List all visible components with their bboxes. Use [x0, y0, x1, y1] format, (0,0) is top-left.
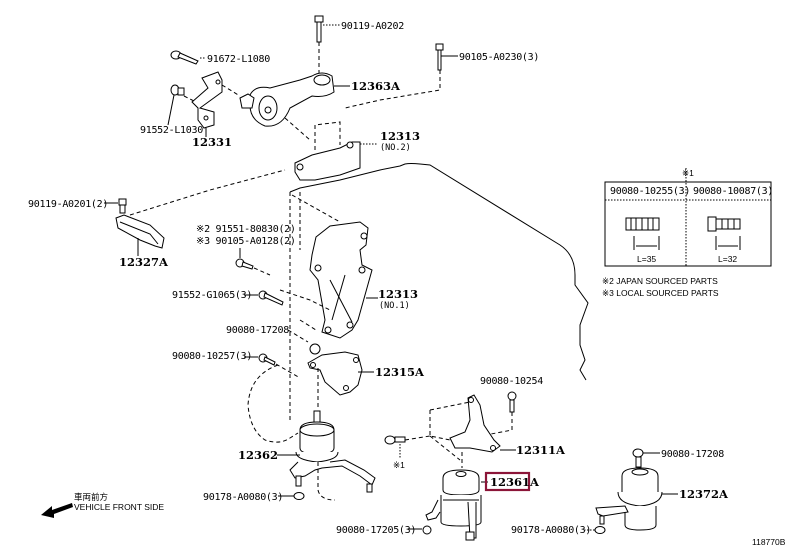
nut-90178-A0080-right[interactable]: [584, 526, 606, 534]
bolt-90080-10257[interactable]: [244, 353, 301, 379]
nut-90080-17208-upper[interactable]: [287, 329, 321, 355]
label-12331: 12331: [192, 135, 232, 149]
bolt-90119-A0202[interactable]: [314, 15, 340, 75]
legend-marker: ※1: [682, 168, 694, 178]
legend-box-note1: ※1 90080-10255(3) 90080-10087(3) L=35 L=…: [604, 168, 773, 267]
legend-length-2: L=32: [718, 254, 737, 264]
bolt-91551-80830[interactable]: [235, 248, 271, 276]
legend-bolt-1-icon: [625, 217, 660, 250]
nut-90178-A0080-left[interactable]: [278, 492, 305, 500]
label-90105-A0128: ※3 90105-A0128(2): [196, 236, 296, 247]
highlight-box-12361A: [484, 471, 531, 492]
bolt-91552-G1065[interactable]: [244, 290, 284, 306]
legend-bolt-2-icon: [707, 216, 741, 250]
label-12362: 12362: [238, 448, 278, 462]
nut-90080-17205[interactable]: [408, 525, 432, 535]
part-12362-mount[interactable]: [277, 410, 376, 501]
direction-label-en: VEHICLE FRONT SIDE: [74, 502, 164, 512]
label-90119-A0202: 90119-A0202: [341, 21, 404, 32]
engine-block-outline: [289, 163, 589, 420]
label-90080-10257: 90080-10257(3): [172, 351, 252, 362]
part-12313-no2[interactable]: [284, 117, 378, 181]
part-12372A-mount[interactable]: [595, 448, 678, 531]
label-12313-no1-sub: (NO.1): [379, 301, 410, 311]
part-12363A-torque-rod[interactable]: [239, 72, 350, 127]
legend-length-1: L=35: [637, 254, 656, 264]
label-12315A: 12315A: [375, 365, 425, 379]
bolt-90119-A0201[interactable]: [104, 198, 127, 214]
label-12311A: 12311A: [516, 443, 566, 457]
bolt-note1[interactable]: [384, 435, 431, 458]
part-12331-bracket[interactable]: [191, 71, 241, 137]
label-12372A: 12372A: [679, 487, 729, 501]
label-91552-G1065: 91552-G1065(3): [172, 290, 252, 301]
label-90178-A0080-right: 90178-A0080(3): [511, 525, 591, 536]
legend-part-1: 90080-10255(3): [610, 186, 690, 197]
label-90178-A0080-left: 90178-A0080(3): [203, 492, 283, 503]
bolt-91552-L1030[interactable]: [167, 84, 197, 126]
part-12361A-mount[interactable]: [425, 469, 488, 541]
label-12363A: 12363A: [351, 79, 401, 93]
direction-label-jp: 車両前方: [74, 492, 108, 502]
part-12311A[interactable]: [429, 394, 516, 468]
label-90080-17208-upper: 90080-17208: [226, 325, 289, 336]
label-12313-no2-sub: (NO.2): [380, 143, 411, 153]
label-90080-17205: 90080-17205(3): [336, 525, 416, 536]
label-90119-A0201: 90119-A0201(2): [28, 199, 108, 210]
label-91552-L1030: 91552-L1030: [140, 125, 203, 136]
label-12361A[interactable]: 12361A: [490, 475, 540, 489]
figure-id: 118770B: [752, 537, 786, 547]
label-90080-10254: 90080-10254: [480, 376, 543, 387]
label-91551-80830: ※2 91551-80830(2): [196, 224, 296, 235]
label-90105-A0230: 90105-A0230(3): [459, 52, 539, 63]
part-12313-no1[interactable]: [279, 194, 378, 339]
label-12313-no1: 12313: [378, 287, 418, 301]
label-12313-no2: 12313: [380, 129, 420, 143]
note-local-sourced: ※3 LOCAL SOURCED PARTS: [602, 288, 719, 298]
part-12315A[interactable]: [307, 351, 374, 410]
vehicle-front-arrow-icon: [41, 503, 73, 518]
bolt-91672-L1080[interactable]: [170, 50, 206, 65]
note-japan-sourced: ※2 JAPAN SOURCED PARTS: [602, 276, 718, 286]
label-note1-marker: ※1: [393, 460, 405, 470]
label-12327A: 12327A: [119, 255, 169, 269]
bolt-90105-A0230[interactable]: [344, 43, 458, 109]
label-91672-L1080: 91672-L1080: [207, 54, 270, 65]
part-12327A[interactable]: [115, 169, 286, 256]
legend-part-2: 90080-10087(3): [693, 186, 773, 197]
bolt-90080-10254[interactable]: [469, 391, 517, 439]
label-90080-17208-lower: 90080-17208: [661, 449, 724, 460]
